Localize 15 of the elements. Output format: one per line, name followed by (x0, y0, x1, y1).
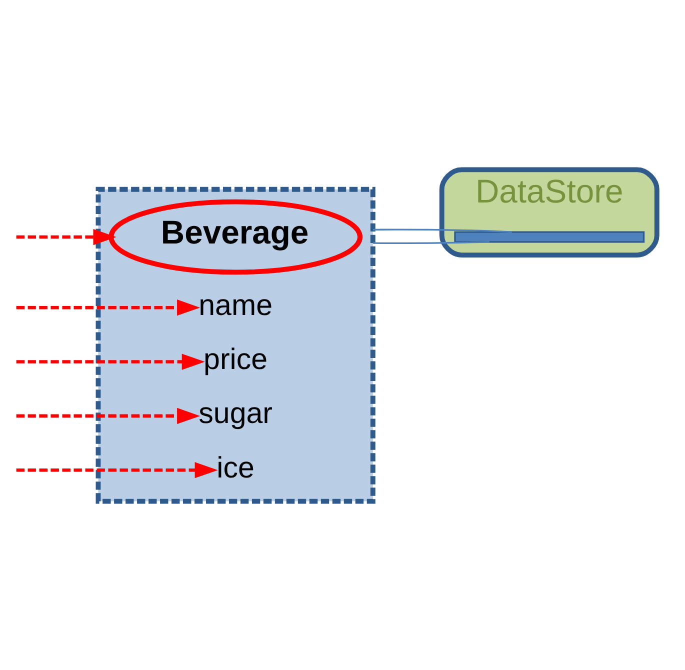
arrow (16, 353, 205, 370)
node-text: sugar (198, 396, 273, 430)
node-text: name (198, 288, 273, 322)
arrow (16, 228, 116, 245)
arrow (16, 299, 200, 316)
connector (372, 240, 490, 244)
node-text: price (204, 342, 268, 376)
arrow (16, 462, 218, 478)
cluster (96, 186, 376, 504)
arrow (16, 407, 200, 424)
cluster: DataStore (439, 166, 660, 258)
node-ellipse: Beverage (108, 198, 362, 274)
node-text: ice (216, 450, 254, 484)
node-bar (454, 230, 645, 242)
connector (372, 228, 512, 232)
